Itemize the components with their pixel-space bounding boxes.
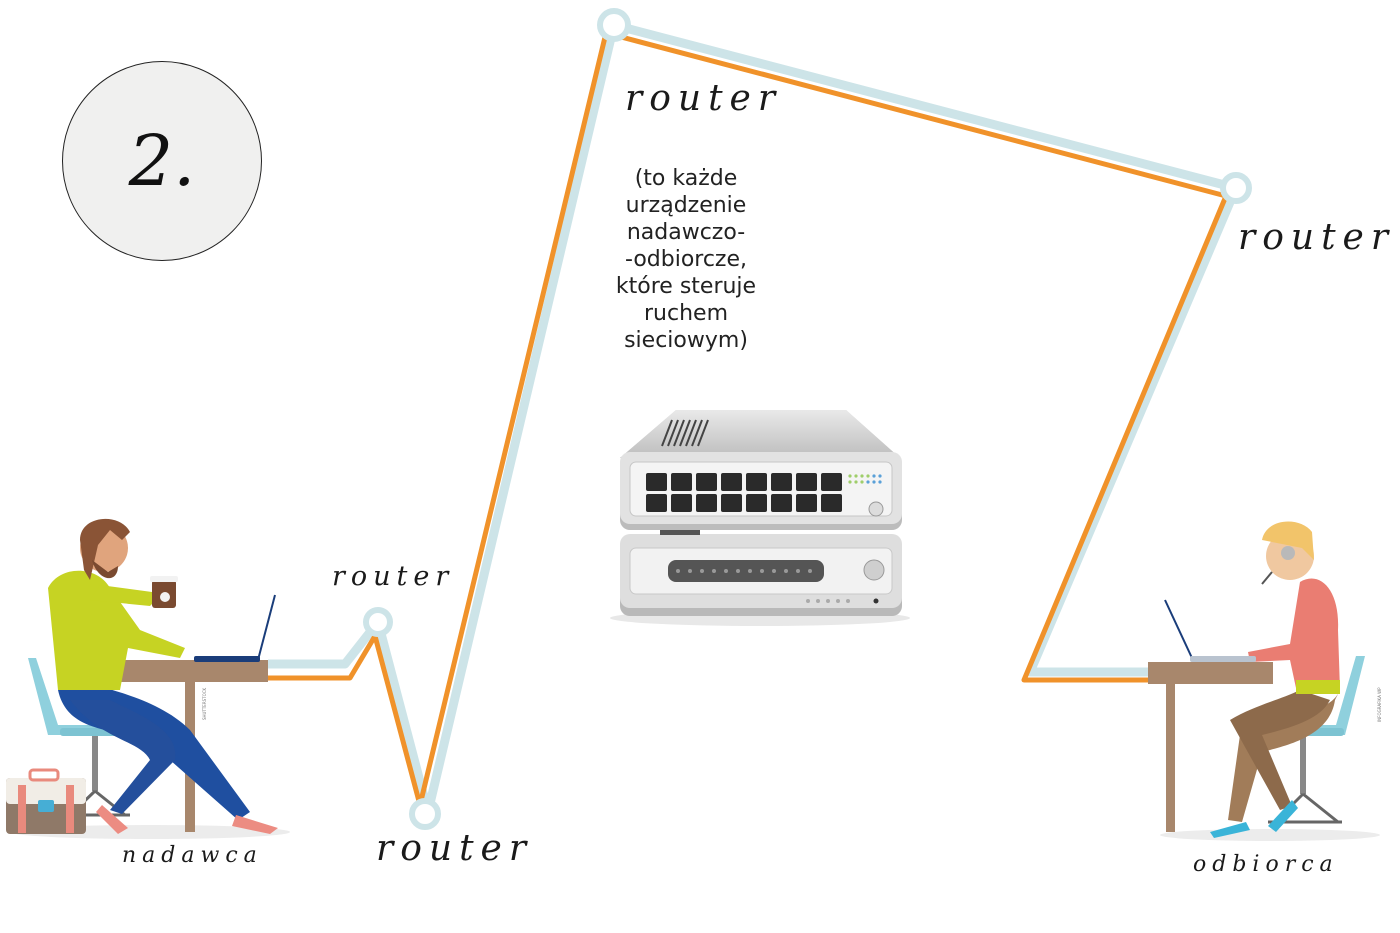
label-router-bottom: router	[376, 828, 534, 869]
path-light	[268, 20, 1241, 817]
briefcase-icon	[6, 768, 86, 834]
laptop-icon	[194, 594, 276, 662]
router-description: (to każde urządzenie nadawczo- -odbiorcz…	[596, 165, 776, 354]
router-description-line: -odbiorcze,	[624, 247, 748, 272]
node-top	[597, 8, 631, 42]
label-receiver: odbiorca	[1193, 852, 1339, 877]
label-sender: nadawca	[122, 843, 263, 868]
label-router-right: router	[1238, 217, 1396, 258]
sender-person-icon	[10, 518, 290, 839]
node-mid	[363, 607, 393, 637]
image-credit-left: SHUTTERSTOCK	[202, 687, 207, 720]
label-router-mid: router	[332, 561, 455, 592]
node-bottom	[409, 798, 441, 830]
step-badge: 2.	[62, 61, 262, 261]
label-router-top: router	[625, 78, 783, 119]
receiver-person-icon	[1148, 521, 1380, 841]
step-number: 2.	[128, 120, 196, 202]
router-description-line: sieciowym)	[624, 328, 748, 353]
path-orange	[268, 30, 1229, 808]
router-description-line: które steruje	[615, 274, 757, 299]
image-credit-right: INFOGRAFIKA WP	[1377, 687, 1382, 722]
router-description-line: nadawczo-	[626, 220, 746, 245]
laptop-icon	[1164, 599, 1256, 662]
router-description-line: urządzenie	[625, 193, 747, 218]
router-description-line: ruchem	[644, 301, 728, 326]
router-description-line: (to każde	[634, 166, 738, 191]
node-right	[1220, 172, 1252, 204]
router-device-icon	[610, 410, 910, 626]
